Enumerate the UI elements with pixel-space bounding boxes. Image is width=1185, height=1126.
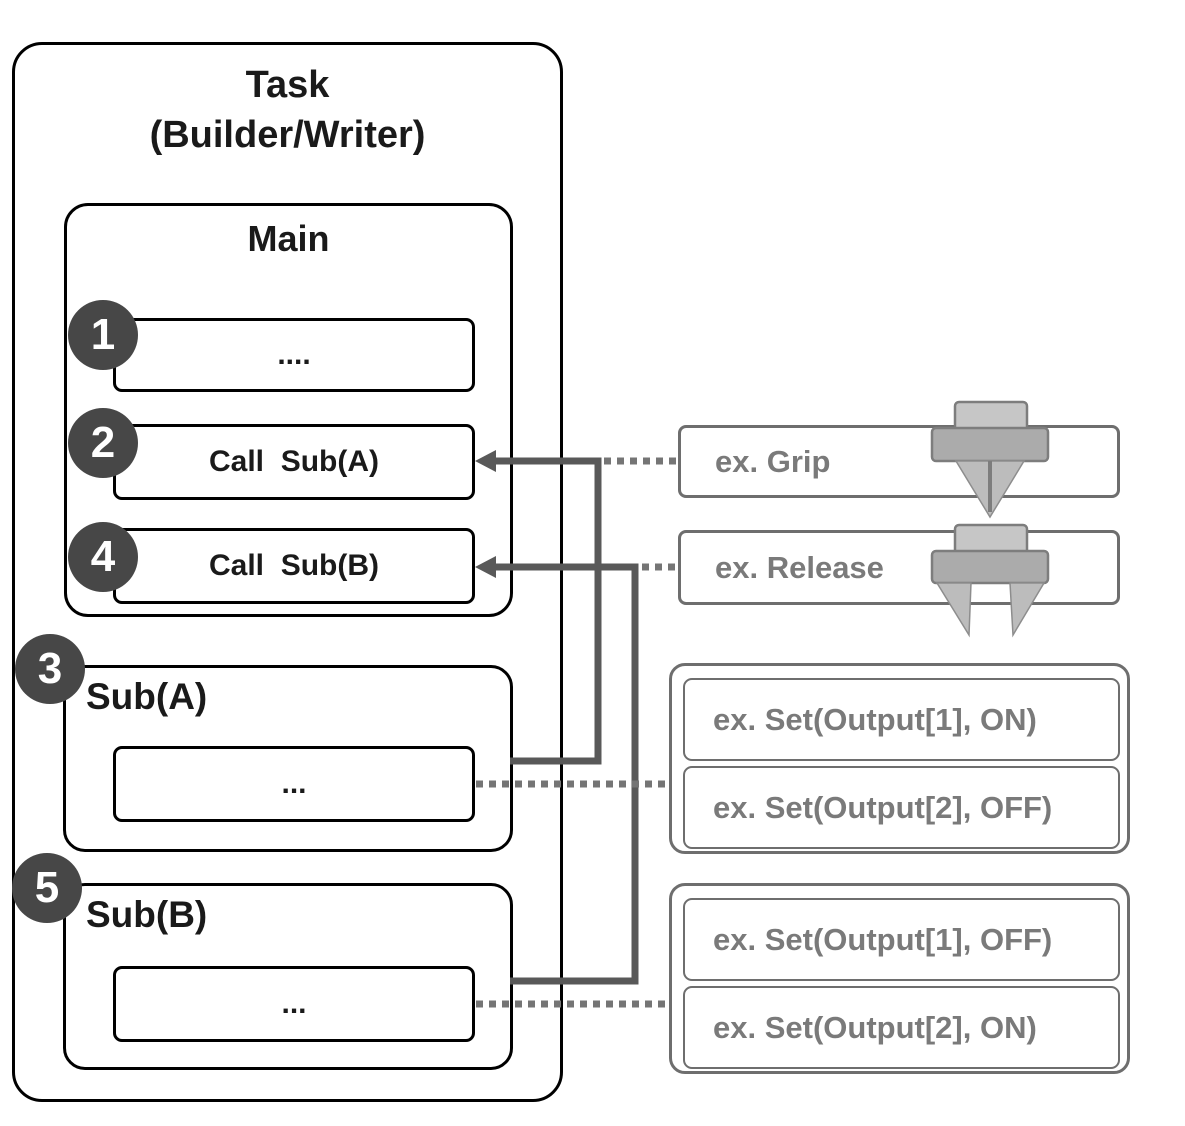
step-badge-4: 4 <box>68 522 138 592</box>
example-grip-label: ex. Grip <box>715 443 831 479</box>
example-set-a2-box: ex. Set(Output[2], OFF) <box>683 766 1120 849</box>
step-badge-2: 2 <box>68 408 138 478</box>
example-set-group-b: ex. Set(Output[1], OFF) ex. Set(Output[2… <box>669 883 1130 1074</box>
task-title-line2: (Builder/Writer) <box>149 114 426 156</box>
sub-b-body-label: ... <box>281 987 307 1020</box>
sub-a-body-label: ... <box>281 767 307 800</box>
sub-a-title: Sub(A) <box>86 676 208 717</box>
example-grip-box: ex. Grip <box>678 425 1120 498</box>
task-title: Task (Builder/Writer) <box>40 60 535 160</box>
example-set-a1-box: ex. Set(Output[1], ON) <box>683 678 1120 761</box>
step-badge-1: 1 <box>68 300 138 370</box>
step-badge-5: 5 <box>12 853 82 923</box>
step-badge-3-number: 3 <box>37 644 63 693</box>
example-release-box: ex. Release <box>678 530 1120 605</box>
call-sub-b-label: Call Sub(B) <box>209 549 379 582</box>
example-set-a2-label: ex. Set(Output[2], OFF) <box>713 789 1053 825</box>
sub-b-title: Sub(B) <box>86 894 208 935</box>
example-set-group-a: ex. Set(Output[1], ON) ex. Set(Output[2]… <box>669 663 1130 854</box>
example-set-b2-label: ex. Set(Output[2], ON) <box>713 1009 1037 1045</box>
step-box-call-sub-b: Call Sub(B) <box>113 528 475 604</box>
step-badge-2-number: 2 <box>90 418 116 467</box>
example-release-label: ex. Release <box>715 549 884 585</box>
task-title-line1: Task <box>245 64 330 106</box>
step-box-dots-label: .... <box>277 338 311 371</box>
sub-a-body-box: ... <box>113 746 475 822</box>
step-badge-1-number: 1 <box>90 310 116 359</box>
step-badge-5-number: 5 <box>34 863 60 912</box>
sub-b-body-box: ... <box>113 966 475 1042</box>
call-sub-a-label: Call Sub(A) <box>209 445 379 478</box>
step-badge-3: 3 <box>15 634 85 704</box>
example-set-b2-box: ex. Set(Output[2], ON) <box>683 986 1120 1069</box>
step-box-dots: .... <box>113 318 475 392</box>
step-badge-4-number: 4 <box>90 532 116 581</box>
example-set-b1-label: ex. Set(Output[1], OFF) <box>713 921 1053 957</box>
main-title: Main <box>247 218 330 259</box>
example-set-a1-label: ex. Set(Output[1], ON) <box>713 701 1037 737</box>
example-set-b1-box: ex. Set(Output[1], OFF) <box>683 898 1120 981</box>
step-box-call-sub-a: Call Sub(A) <box>113 424 475 500</box>
